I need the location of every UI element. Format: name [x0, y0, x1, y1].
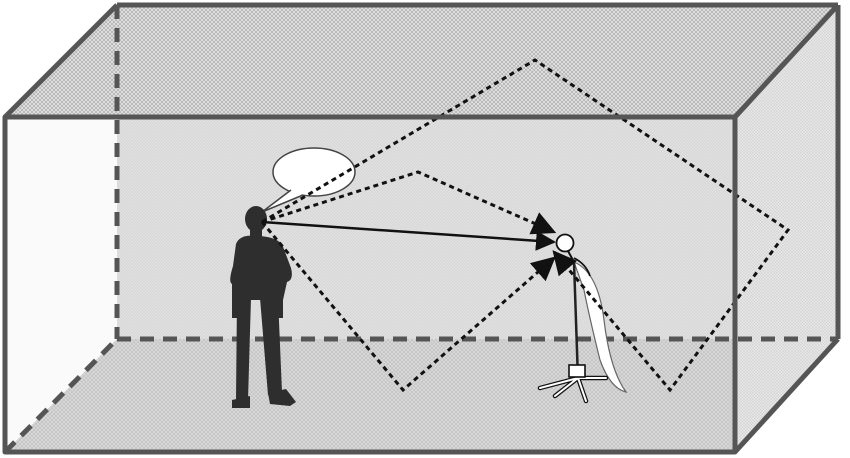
floor-surface: [5, 339, 838, 452]
reflected-sound-path-floor: [260, 221, 556, 393]
direct-sound-path: [261, 220, 556, 251]
ceiling-surface: [5, 5, 838, 117]
speaker-person: [230, 206, 296, 408]
speech-bubble: [261, 147, 356, 213]
reflected-sound-path-ceiling: [261, 170, 557, 235]
room-box: [2, 2, 841, 455]
reflected-sound-path-far-wall: [261, 58, 791, 393]
front-wall: [5, 117, 735, 452]
